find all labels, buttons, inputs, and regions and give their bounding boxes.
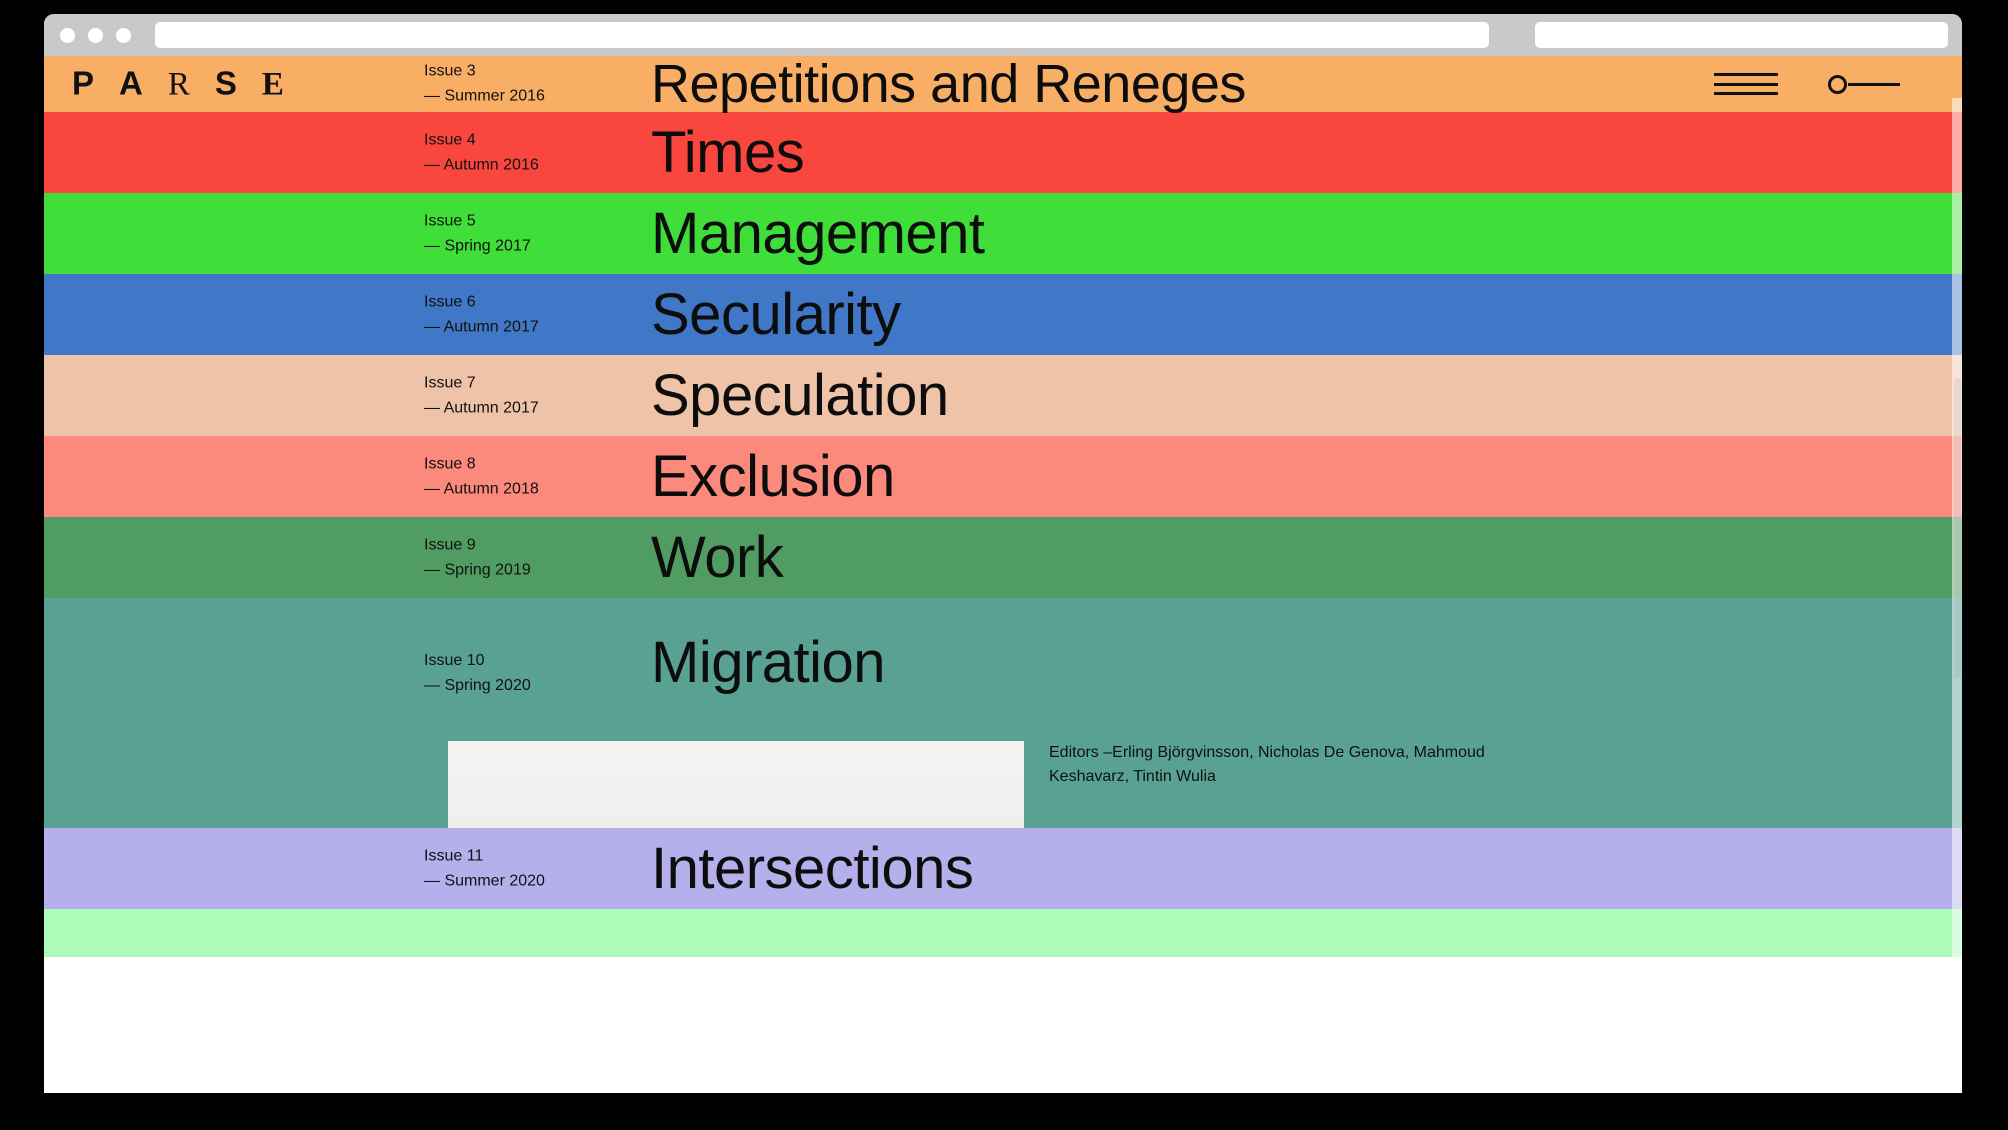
window-traffic-lights [60,27,141,43]
issue-row-8[interactable]: Issue 8 — Autumn 2018 Exclusion [44,436,1962,517]
issue-number: Issue 8 [424,455,476,473]
issue-row-4[interactable]: Issue 4 — Autumn 2016 Times [44,112,1962,193]
issue-season: — Summer 2016 [424,88,545,105]
scrollbar-thumb[interactable] [1954,378,1961,678]
issues-list: Issue 3 P A R S E Issue 3 — Summer 2016 … [44,56,1962,957]
issue-number: Issue 4 [424,131,476,149]
page-scrollbar[interactable] [1952,98,1962,1093]
parse-logo[interactable]: Issue 3 P A R S E [72,65,284,104]
issue-title: Speculation [651,362,949,428]
page-viewport: Issue 3 P A R S E Issue 3 — Summer 2016 … [44,56,1962,1093]
issue-row-6[interactable]: Issue 6 — Autumn 2017 Secularity [44,274,1962,355]
issue-meta: Issue 7 — Autumn 2017 [424,372,539,419]
issue-season: — Autumn 2017 [424,318,539,336]
issue-season: — Spring 2019 [424,561,531,579]
issue-meta: Issue 8 — Autumn 2018 [424,453,539,500]
issue-number: Issue 11 [424,847,484,865]
issue-meta: Issue 4 — Autumn 2016 [424,129,539,176]
logo-letter-p-glyph: P [72,64,95,102]
issue-title: Management [651,200,985,266]
issue-title: Secularity [651,281,901,347]
issue-row-next-partial[interactable] [44,909,1962,957]
issue-title: Intersections [651,835,974,901]
issue-number: Issue 3 [424,62,476,80]
issue-season: — Autumn 2018 [424,480,539,498]
logo-letter-r-glyph: R [167,66,190,103]
issue-title: Migration [651,630,886,695]
issue-title: Work [651,524,784,590]
issue-editors: Editors –Erling Björgvinsson, Nicholas D… [1049,744,1485,785]
issue-row-5[interactable]: Issue 5 — Spring 2017 Management [44,193,1962,274]
issue-number: Issue 5 [424,212,476,230]
issue-row-3[interactable]: Issue 3 P A R S E Issue 3 — Summer 2016 … [44,56,1962,112]
circle-line-toggle-icon[interactable] [1828,73,1900,95]
issue-title: Exclusion [651,443,895,509]
issue-season: — Spring 2020 [424,677,531,695]
close-window-button[interactable] [60,27,75,43]
minimize-window-button[interactable] [88,27,103,43]
issue-row-10[interactable]: Issue 10 — Spring 2020 Migration Editors… [44,598,1962,861]
secondary-toolbar-input[interactable] [1535,22,1948,48]
issue-season: — Spring 2017 [424,237,531,255]
logo-letter-e-glyph: E [261,66,284,103]
issue-row-9[interactable]: Issue 9 — Spring 2019 Work [44,517,1962,598]
logo-letter-s-glyph: S [214,64,237,102]
issue-number: Issue 10 [424,652,485,669]
issue-title: Repetitions and Reneges [651,56,1246,114]
issue-meta: Issue 9 — Spring 2019 [424,534,531,581]
issue-season: — Summer 2020 [424,872,545,890]
maximize-window-button[interactable] [116,27,131,43]
issue-title: Times [651,119,805,185]
issue-meta: Issue 3 — Summer 2016 [424,61,545,108]
issue-season: — Autumn 2017 [424,399,539,417]
issue-meta: Issue 10 — Spring 2020 [424,650,531,697]
issue-row-11[interactable]: Issue 11 — Summer 2020 Intersections [44,828,1962,909]
address-bar-input[interactable] [155,22,1489,48]
issue-number: Issue 6 [424,293,476,311]
browser-window: Issue 3 P A R S E Issue 3 — Summer 2016 … [44,14,1962,1093]
issue-meta: Issue 6 — Autumn 2017 [424,291,539,338]
browser-chrome-bar [44,14,1962,56]
issue-number: Issue 9 [424,536,476,554]
issue-season: — Autumn 2016 [424,156,539,174]
issue-number: Issue 7 [424,374,476,392]
logo-letter-a-glyph: A [119,64,143,102]
issue-meta: Issue 11 — Summer 2020 [424,845,545,892]
issue-meta: Issue 5 — Spring 2017 [424,210,531,257]
header-icons [1714,73,1900,95]
hamburger-menu-icon[interactable] [1714,73,1778,95]
issue-row-7[interactable]: Issue 7 — Autumn 2017 Speculation [44,355,1962,436]
